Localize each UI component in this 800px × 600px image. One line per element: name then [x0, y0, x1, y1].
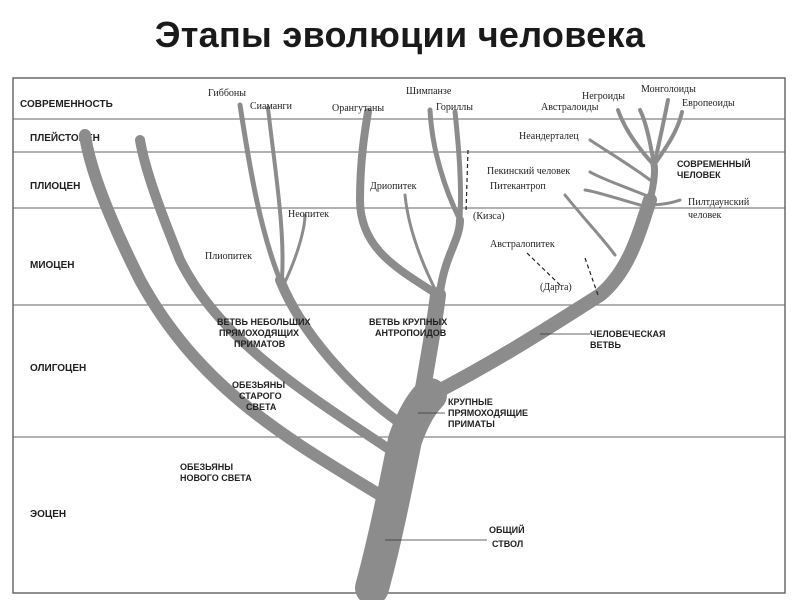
neanderthal-branch: [588, 138, 652, 182]
old-world-branch: [135, 135, 403, 460]
label-old-world-line3: СВЕТА: [246, 402, 277, 412]
label-large-upright-line1: КРУПНЫЕ: [448, 397, 493, 407]
label-small-primates-line2: ПРЯМОХОДЯЩИХ: [219, 328, 299, 338]
label-small-primates-line1: ВЕТВЬ НЕБОЛЬШИХ: [217, 317, 311, 327]
piltdown-branch: [644, 198, 682, 207]
label-australopithecus: Австралопитек: [490, 239, 555, 250]
label-large-upright-line2: ПРЯМОХОДЯЩИЕ: [448, 408, 528, 418]
label-large-upright-line3: ПРИМАТЫ: [448, 419, 495, 429]
era-label-modern: СОВРЕМЕННОСТЬ: [20, 99, 113, 110]
label-peking-man: Пекинский человек: [487, 166, 570, 177]
small-primates-branch: [275, 275, 415, 435]
label-modern-man-line2: ЧЕЛОВЕК: [677, 170, 721, 180]
label-large-anthropoids-line2: АНТРОПОИДОВ: [375, 328, 447, 338]
label-mongoloids: Монголоиды: [641, 84, 696, 95]
kisza-branch: [436, 216, 464, 296]
neopithecus-branch: [283, 213, 307, 284]
era-label-oligocene: ОЛИГОЦЕН: [30, 363, 86, 374]
label-large-anthropoids-line1: ВЕТВЬ КРУПНЫХ: [369, 317, 447, 327]
label-siamangs: Сиаманги: [250, 101, 293, 112]
kisza-dashed-line: [465, 149, 469, 213]
australoid-branch: [638, 108, 656, 167]
label-dryopithecus: Дриопитек: [370, 181, 417, 192]
label-neanderthal: Неандерталец: [519, 131, 579, 142]
label-modern-man-line1: СОВРЕМЕННЫЙ: [677, 158, 751, 169]
label-piltdown-line2: человек: [688, 210, 722, 221]
label-negroids: Негроиды: [582, 91, 625, 102]
mongoloid-branch: [652, 98, 670, 167]
australopithecus-branch: [563, 193, 617, 257]
label-gibbons: Гиббоны: [208, 88, 246, 99]
label-old-world-line1: ОБЕЗЬЯНЫ: [232, 380, 285, 390]
label-chimpanzee: Шимпанзе: [406, 86, 452, 97]
dashed-lines: [465, 149, 599, 296]
label-human-branch-line1: ЧЕЛОВЕЧЕСКАЯ: [590, 329, 665, 339]
diagram-frame: [12, 77, 786, 594]
era-label-eocene: ЭОЦЕН: [30, 509, 66, 520]
chimpanzee-branch: [427, 107, 463, 223]
tree-branches: [79, 98, 684, 600]
label-pointers: [385, 333, 590, 541]
label-darta: (Дарта): [540, 282, 572, 293]
peking-man-branch: [588, 170, 647, 197]
label-old-world-line2: СТАРОГО: [239, 391, 282, 401]
page-title: Этапы эволюции человека: [154, 14, 646, 55]
new-world-branch: [79, 129, 386, 501]
label-pithecanthropus: Питекантроп: [490, 181, 546, 192]
era-label-pliocene: ПЛИОЦЕН: [30, 181, 80, 192]
dryopithecus-branch: [403, 193, 440, 297]
siamang-branch: [266, 106, 285, 280]
orangutan-branch: [356, 108, 442, 299]
large-anthropoids-branch: [412, 287, 446, 413]
europeoid-branch: [652, 110, 684, 167]
label-neopithecus: Неопитек: [288, 209, 329, 220]
label-human-branch-line2: ВЕТВЬ: [590, 340, 621, 350]
label-europeoids: Европеоиды: [682, 98, 735, 109]
label-gorillas: Гориллы: [436, 102, 473, 113]
label-new-world-line1: ОБЕЗЬЯНЫ: [180, 462, 233, 472]
label-kisza: (Кизса): [473, 211, 505, 222]
era-label-miocene: МИОЦЕН: [30, 260, 75, 271]
label-small-primates-line3: ПРИМАТОВ: [234, 339, 286, 349]
label-common-trunk-line2: СТВОЛ: [492, 539, 523, 549]
darta-dashed-line: [526, 252, 561, 286]
label-common-trunk-line1: ОБЩИЙ: [489, 524, 525, 535]
label-australoids: Австралоиды: [541, 102, 599, 113]
label-new-world-line2: НОВОГО СВЕТА: [180, 473, 252, 483]
human-branch: [418, 193, 657, 405]
label-orangutans: Орангутаны: [332, 103, 384, 114]
gibbon-branch: [237, 102, 283, 283]
pithecanthropus-branch: [583, 188, 642, 207]
label-pliopithecus: Плиопитек: [205, 251, 252, 262]
modern-human-stem: [646, 161, 658, 204]
negroid-branch: [616, 108, 656, 167]
gorilla-branch: [452, 109, 464, 223]
label-piltdown-line1: Пилтдаунский: [688, 197, 750, 208]
